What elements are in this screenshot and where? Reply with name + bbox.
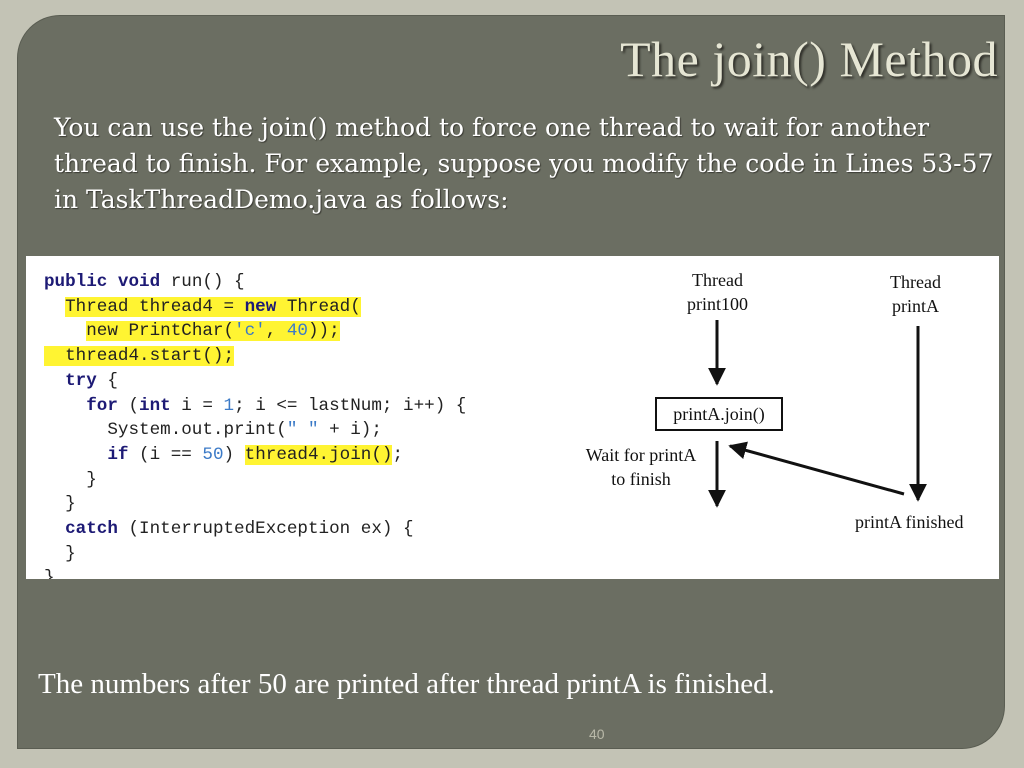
thread-printA-label: Thread printA [890, 272, 941, 316]
wait-label-text: Wait for printA to finish [585, 445, 697, 489]
page-number: 40 [589, 726, 605, 742]
code-block: public void run() { Thread thread4 = new… [44, 270, 466, 591]
code-line-7: System.out.print(" " + i); [44, 420, 382, 441]
slide-title: The join() Method [620, 31, 998, 87]
code-overflow-mask [26, 579, 586, 589]
thread-print100-label: Thread print100 [687, 270, 748, 314]
finished-to-wait-arrow [728, 441, 905, 496]
code-line-9: } [44, 469, 97, 490]
code-line-1: public void run() { [44, 272, 245, 292]
code-line-4: thread4.start(); [44, 346, 235, 367]
join-call-box: printA.join() [655, 397, 783, 431]
code-line-6: for (int i = 1; i <= lastNum; i++) { [86, 395, 467, 416]
printA-finished-label: printA finished [855, 512, 964, 532]
code-line-13: } [44, 568, 55, 588]
code-line-8: if (i == 50) thread4.join(); [107, 444, 404, 465]
intro-paragraph: You can use the join() method to force o… [54, 113, 994, 214]
code-line-3: new PrintChar('c', 40)); [86, 321, 340, 342]
code-line-10: } [44, 494, 76, 515]
code-line-5: try { [65, 370, 118, 391]
wait-label: Wait for printA to finish [578, 443, 708, 491]
footer-note: The numbers after 50 are printed after t… [38, 668, 775, 700]
code-line-12: } [44, 543, 76, 564]
code-line-2: Thread thread4 = new Thread( [65, 296, 361, 317]
code-line-11: catch (InterruptedException ex) { [65, 519, 414, 540]
